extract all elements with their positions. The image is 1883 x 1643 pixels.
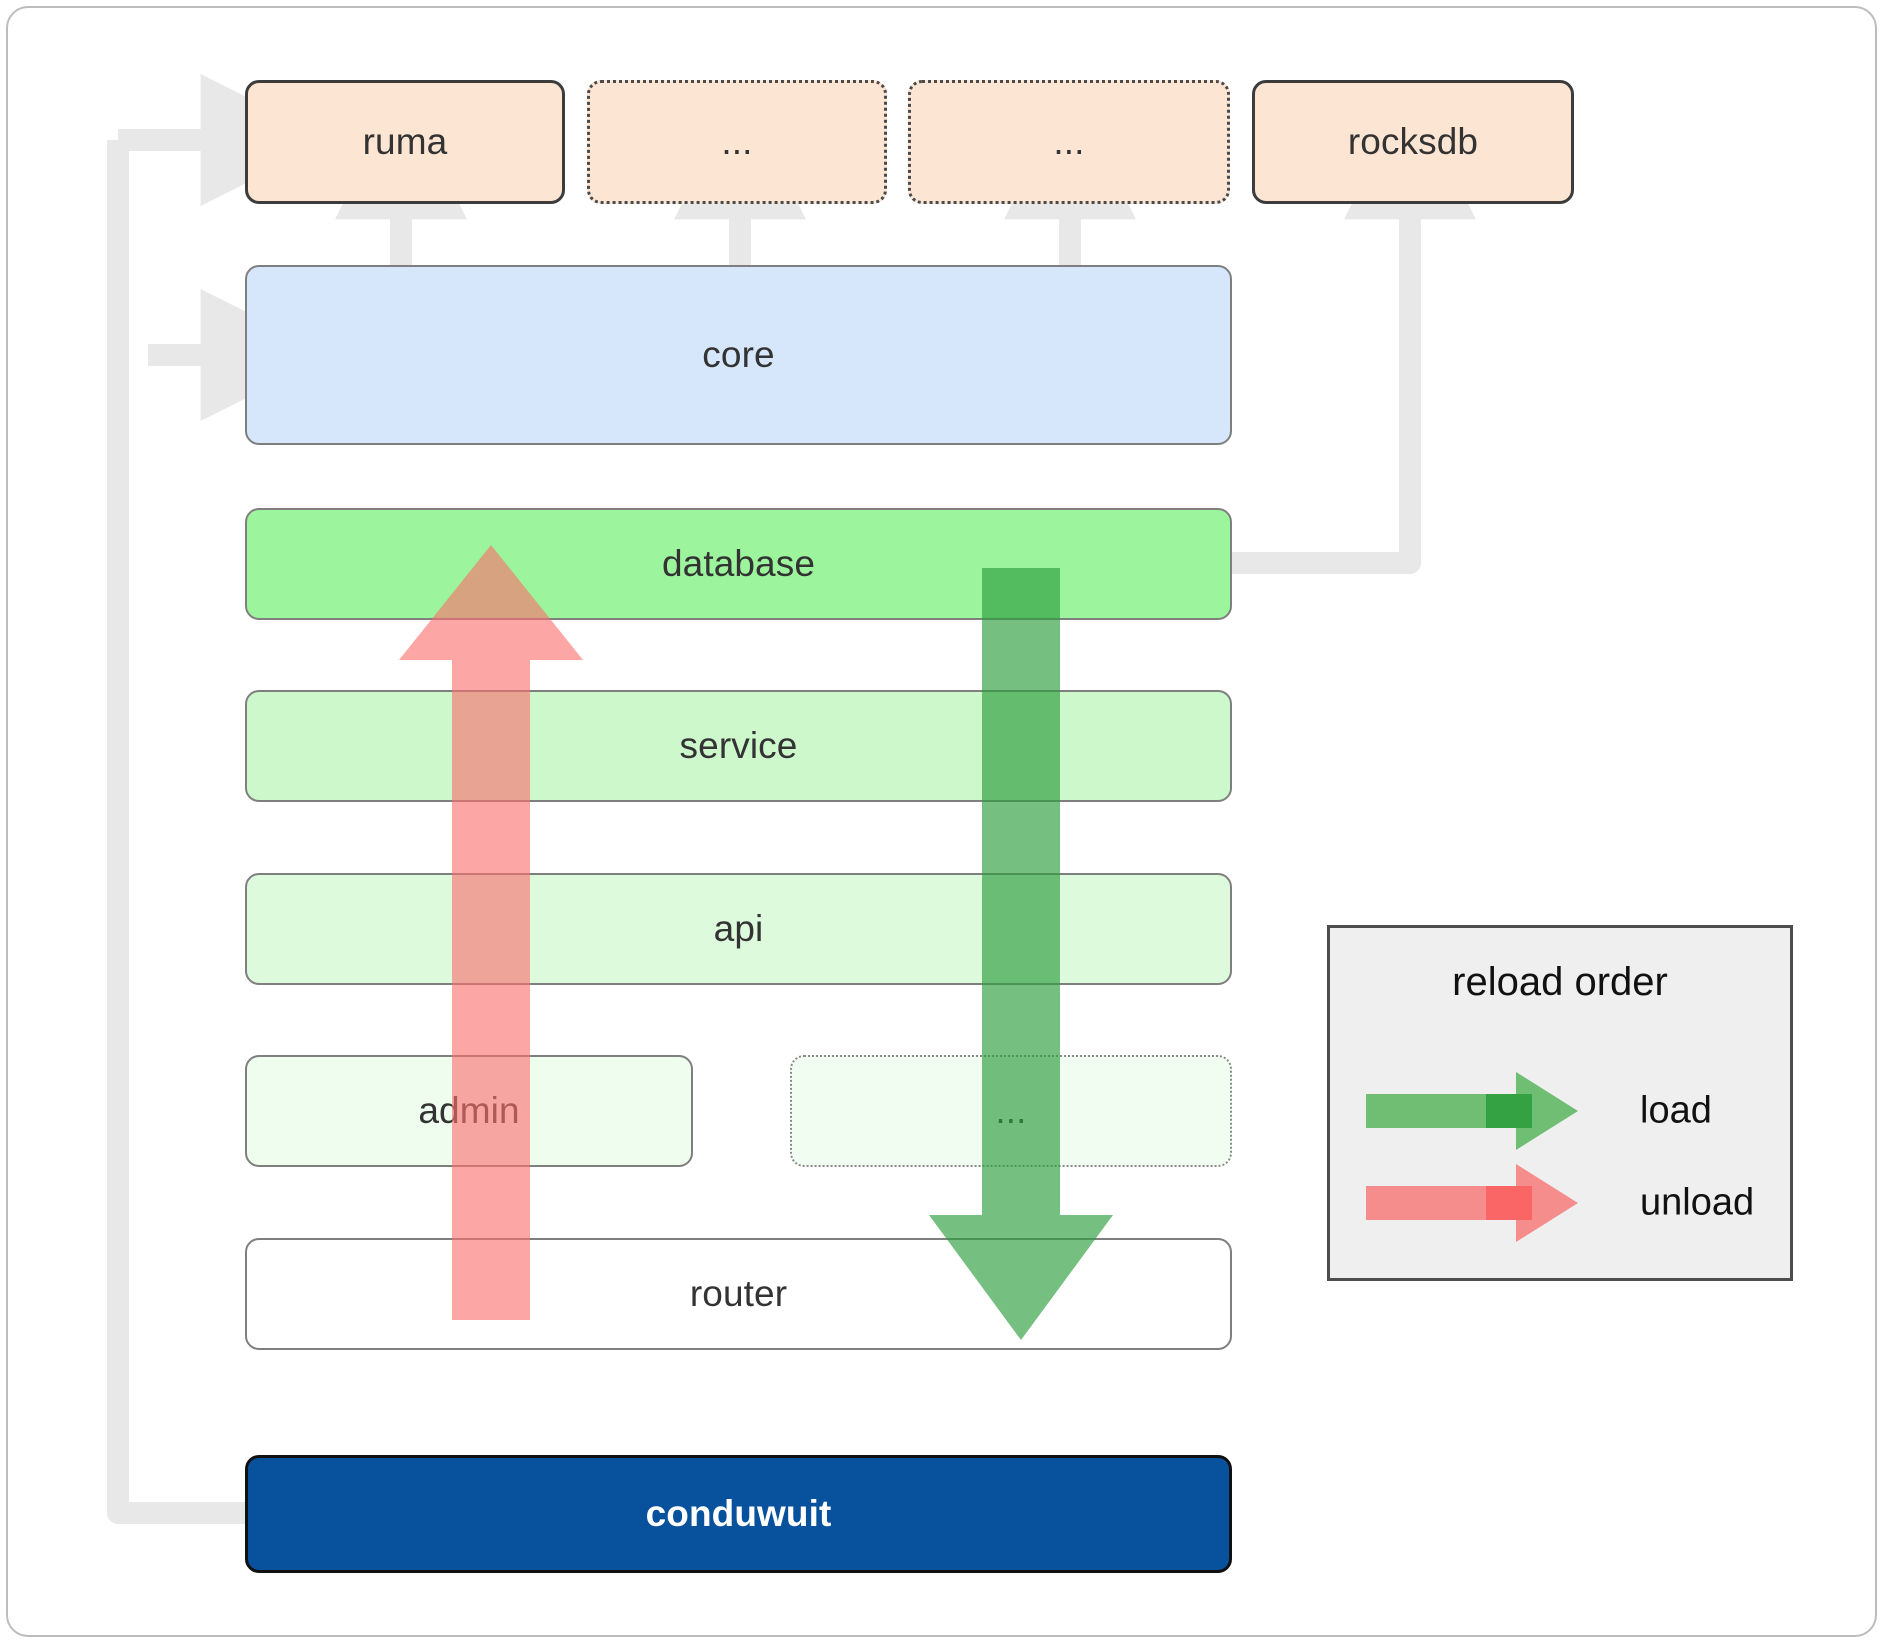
legend-title: reload order [1452, 960, 1668, 1004]
legend-reload-order: reload order load unload [1327, 925, 1793, 1281]
node-ellipsis-top-2[interactable]: ... [908, 80, 1230, 204]
node-admin[interactable]: admin [245, 1055, 693, 1167]
node-service-label: service [679, 725, 798, 766]
node-ellipsis-mid-label: ... [995, 1090, 1027, 1131]
node-database-label: database [661, 543, 816, 584]
legend-label-load: load [1640, 1089, 1712, 1132]
node-admin-label: admin [418, 1090, 520, 1131]
node-ruma-label: ruma [362, 121, 448, 162]
node-core-label: core [702, 334, 775, 375]
node-ellipsis-mid[interactable]: ... [790, 1055, 1232, 1167]
node-router-label: router [689, 1273, 788, 1314]
diagram-frame [6, 6, 1877, 1637]
node-conduwuit[interactable]: conduwuit [245, 1455, 1232, 1573]
node-rocksdb-label: rocksdb [1347, 121, 1479, 162]
legend-item-load: load [1330, 1068, 1790, 1154]
node-api-label: api [713, 908, 764, 949]
node-ellipsis-top-2-label: ... [1053, 121, 1085, 162]
node-core[interactable]: core [245, 265, 1232, 445]
node-router[interactable]: router [245, 1238, 1232, 1350]
legend-item-unload: unload [1330, 1160, 1790, 1246]
node-service[interactable]: service [245, 690, 1232, 802]
unload-arrow-icon [1366, 1164, 1578, 1242]
node-conduwuit-label: conduwuit [645, 1493, 832, 1534]
node-ellipsis-top-1[interactable]: ... [587, 80, 887, 204]
node-api[interactable]: api [245, 873, 1232, 985]
node-rocksdb[interactable]: rocksdb [1252, 80, 1574, 204]
node-ruma[interactable]: ruma [245, 80, 565, 204]
node-database[interactable]: database [245, 508, 1232, 620]
load-arrow-icon [1366, 1072, 1578, 1150]
legend-label-unload: unload [1640, 1181, 1755, 1224]
node-ellipsis-top-1-label: ... [721, 121, 753, 162]
